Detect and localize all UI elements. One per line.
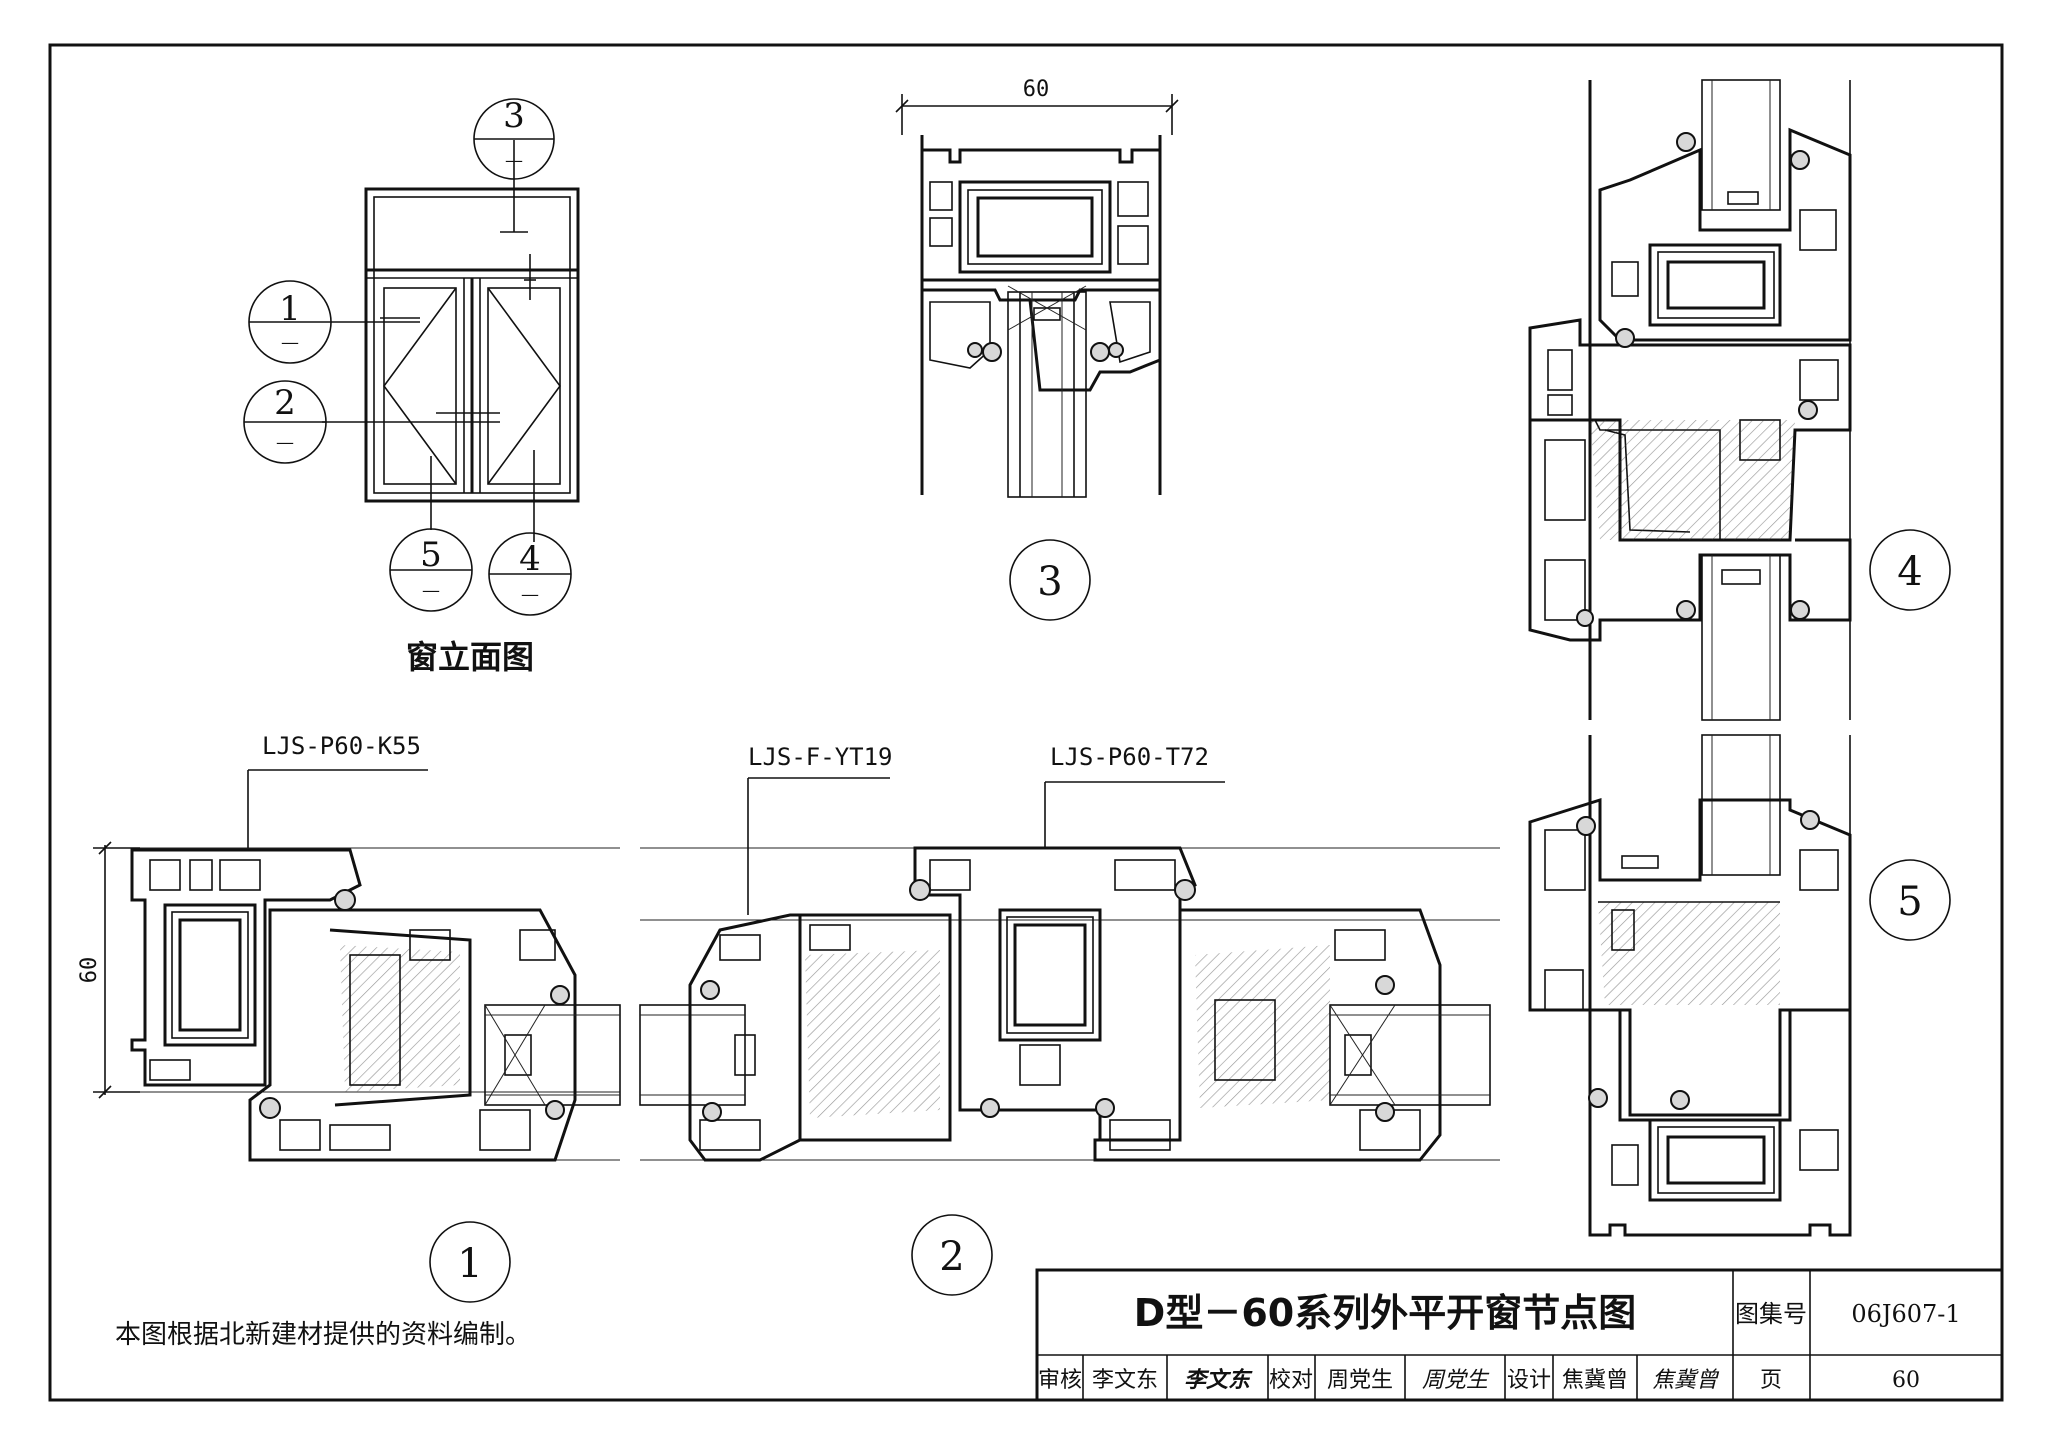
checker-name: 周党生 bbox=[1327, 1368, 1393, 1393]
reviewer-signature: 李文东 bbox=[1184, 1367, 1253, 1393]
detail-1: 60 bbox=[77, 841, 621, 1162]
svg-text:—: — bbox=[422, 580, 440, 601]
detail-1-label: 1 bbox=[429, 1221, 511, 1303]
designer-signature: 焦冀曾 bbox=[1652, 1368, 1720, 1393]
svg-text:2: 2 bbox=[939, 1234, 964, 1280]
detail-2 bbox=[639, 846, 1500, 1162]
profile-label-sash: LJS-P60-T72 bbox=[1044, 743, 1225, 848]
callout-3: 3 — bbox=[473, 96, 555, 180]
detail-5 bbox=[1528, 734, 1852, 1237]
atlas-number: 06J607-1 bbox=[1851, 1300, 1960, 1328]
title-block: D型－60系列外平开窗节点图 图集号 06J607-1 审核 李文东 李文东 校… bbox=[1035, 1268, 2004, 1402]
design-label: 设计 bbox=[1507, 1368, 1551, 1393]
svg-text:LJS-P60-T72: LJS-P60-T72 bbox=[1050, 743, 1209, 771]
callout-2: 2 — bbox=[243, 380, 327, 464]
svg-text:—: — bbox=[521, 584, 539, 605]
svg-text:4: 4 bbox=[519, 539, 541, 579]
svg-text:2: 2 bbox=[274, 383, 296, 423]
atlas-label: 图集号 bbox=[1735, 1300, 1807, 1328]
check-label: 校对 bbox=[1269, 1368, 1313, 1393]
svg-text:3: 3 bbox=[503, 96, 525, 136]
detail-3: 60 bbox=[895, 77, 1179, 498]
svg-text:5: 5 bbox=[1897, 879, 1922, 925]
detail-5-label: 5 bbox=[1869, 859, 1951, 941]
svg-text:LJS-P60-K55: LJS-P60-K55 bbox=[262, 732, 421, 760]
review-label: 审核 bbox=[1038, 1368, 1082, 1393]
profile-label-mullion: LJS-F-YT19 bbox=[747, 743, 893, 915]
window-elevation bbox=[322, 140, 580, 542]
callout-1: 1 — bbox=[248, 280, 332, 364]
profile-label-frame: LJS-P60-K55 bbox=[247, 732, 428, 848]
checker-signature: 周党生 bbox=[1422, 1368, 1490, 1393]
detail-4-label: 4 bbox=[1869, 529, 1951, 611]
svg-text:—: — bbox=[281, 332, 299, 353]
svg-text:3: 3 bbox=[1037, 559, 1062, 605]
detail-3-label: 3 bbox=[1009, 539, 1091, 621]
drawing-title: D型－60系列外平开窗节点图 bbox=[1134, 1291, 1636, 1335]
elevation-title: 窗立面图 bbox=[406, 638, 534, 676]
callout-4: 4 — bbox=[488, 532, 572, 616]
svg-text:—: — bbox=[276, 432, 294, 453]
reviewer-name: 李文东 bbox=[1092, 1368, 1158, 1393]
source-note: 本图根据北新建材提供的资料编制。 bbox=[115, 1320, 531, 1350]
page-label: 页 bbox=[1760, 1368, 1782, 1393]
svg-text:1: 1 bbox=[279, 289, 301, 329]
svg-text:—: — bbox=[505, 150, 523, 171]
sheet-border bbox=[48, 43, 2004, 1402]
svg-text:5: 5 bbox=[420, 535, 442, 575]
svg-text:60: 60 bbox=[77, 957, 102, 984]
callout-5: 5 — bbox=[389, 528, 473, 612]
svg-text:LJS-F-YT19: LJS-F-YT19 bbox=[748, 743, 893, 771]
designer-name: 焦冀曾 bbox=[1562, 1368, 1628, 1393]
svg-text:4: 4 bbox=[1897, 549, 1922, 595]
svg-text:60: 60 bbox=[1023, 77, 1050, 102]
detail-4 bbox=[1528, 79, 1852, 721]
detail-2-label: 2 bbox=[911, 1214, 993, 1296]
page-number: 60 bbox=[1892, 1368, 1920, 1393]
svg-text:1: 1 bbox=[457, 1241, 482, 1287]
